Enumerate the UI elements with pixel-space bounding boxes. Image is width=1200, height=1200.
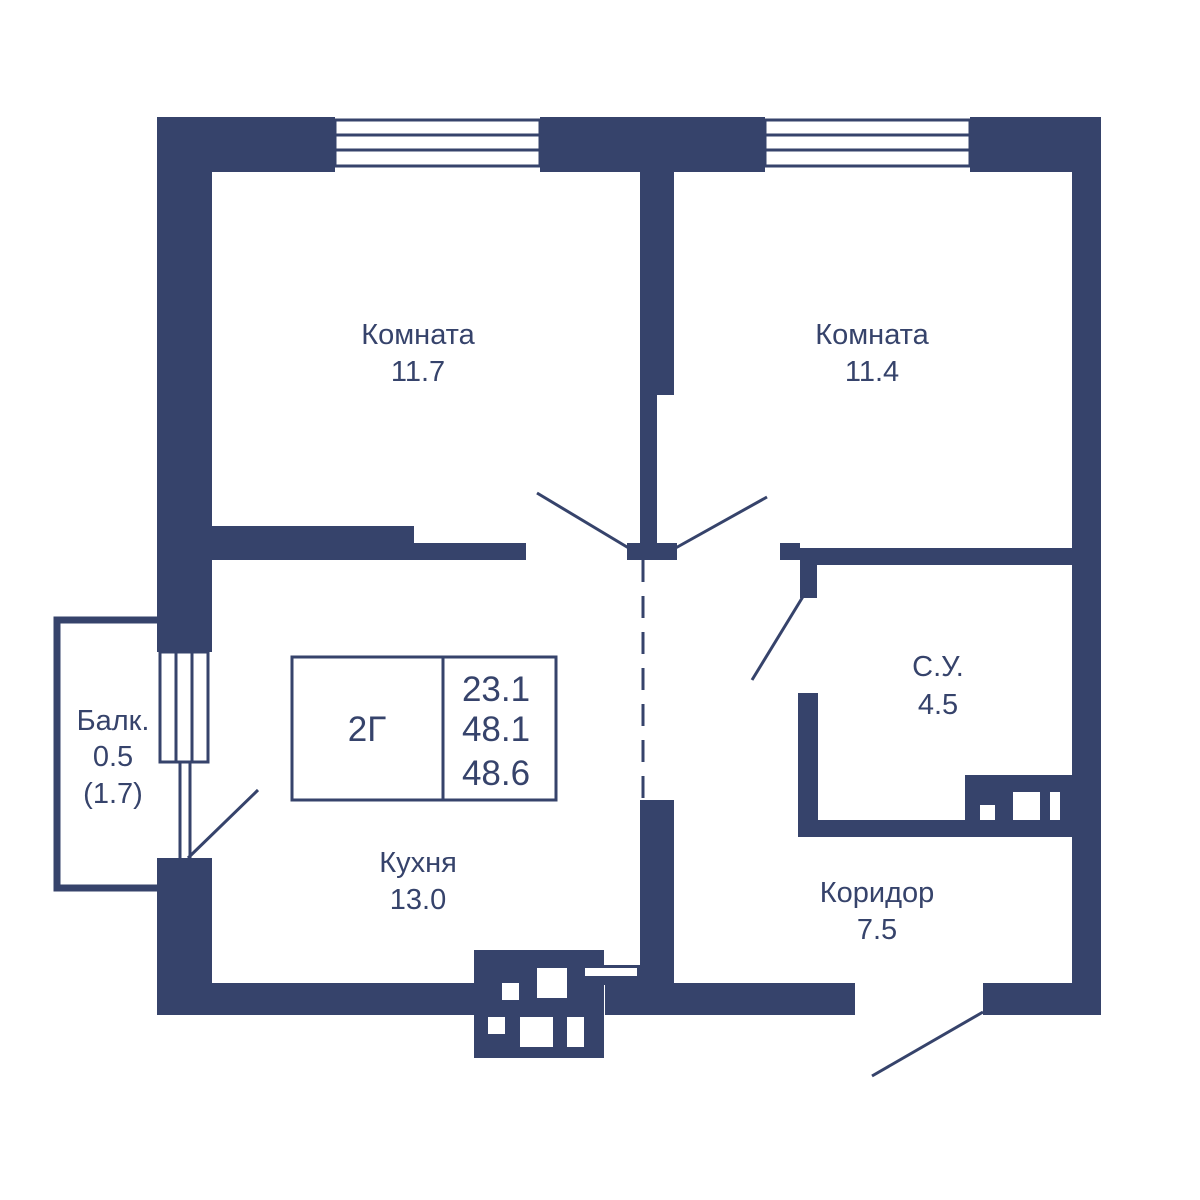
apartment-type: 2Г: [348, 710, 386, 749]
wall-bath-left-upper: [800, 548, 817, 598]
wall-room1-kitchen: [212, 526, 414, 560]
door-bathroom: [750, 589, 809, 681]
living-area: 23.1: [462, 670, 530, 709]
vent-shaft-kitchen: [474, 950, 640, 1058]
balcony-name: Балк.: [77, 705, 150, 737]
wall-room1-kitchen-thin: [414, 543, 526, 560]
wall-junction: [627, 543, 677, 560]
room2-name: Комната: [815, 319, 929, 351]
doors: [536, 491, 984, 1078]
balcony: [53, 616, 260, 892]
door-room1: [536, 491, 633, 552]
wall-room1-room2-thick: [640, 170, 674, 395]
room1-area: 11.7: [391, 356, 445, 388]
bottom-wall-right: [983, 983, 1101, 1015]
wall-bath-left-lower: [798, 693, 818, 837]
kitchen-area: 13.0: [390, 884, 446, 916]
wall-room1-room2-thin: [640, 395, 657, 543]
window-room-1: [333, 118, 542, 168]
door-room2: [671, 495, 768, 552]
wall-kitchen-corridor: [640, 800, 674, 983]
total-area-with-balcony: 48.6: [462, 754, 530, 793]
left-wall-upper: [157, 117, 212, 652]
bathroom-name: С.У.: [912, 651, 964, 683]
wall-room2-bath: [800, 548, 1072, 565]
window-room-2: [763, 118, 972, 168]
balcony-area-alt: (1.7): [83, 778, 143, 810]
corridor-area: 7.5: [857, 914, 897, 946]
window-kitchen: [158, 650, 210, 764]
corridor-name: Коридор: [820, 877, 935, 909]
outer-walls: [157, 117, 1101, 1015]
bottom-wall-middle: [605, 983, 855, 1015]
right-wall: [1072, 117, 1101, 1012]
bathroom-area: 4.5: [918, 689, 958, 721]
room-labels: Комната 11.7 Комната 11.4 С.У. 4.5 Кухня…: [77, 319, 964, 946]
interior-walls: [212, 170, 1072, 983]
kitchen-name: Кухня: [379, 847, 457, 879]
wall-room2-bath-stub: [780, 543, 800, 560]
room2-area: 11.4: [845, 356, 899, 388]
room1-name: Комната: [361, 319, 475, 351]
summary-box: 2Г 23.1 48.1 48.6: [290, 655, 558, 802]
top-wall-middle: [540, 117, 765, 172]
total-area: 48.1: [462, 710, 530, 749]
vent-shaft-bathroom: [965, 775, 1072, 825]
balcony-area: 0.5: [93, 741, 133, 773]
door-entrance: [871, 1010, 984, 1078]
bottom-wall-left: [157, 983, 487, 1015]
